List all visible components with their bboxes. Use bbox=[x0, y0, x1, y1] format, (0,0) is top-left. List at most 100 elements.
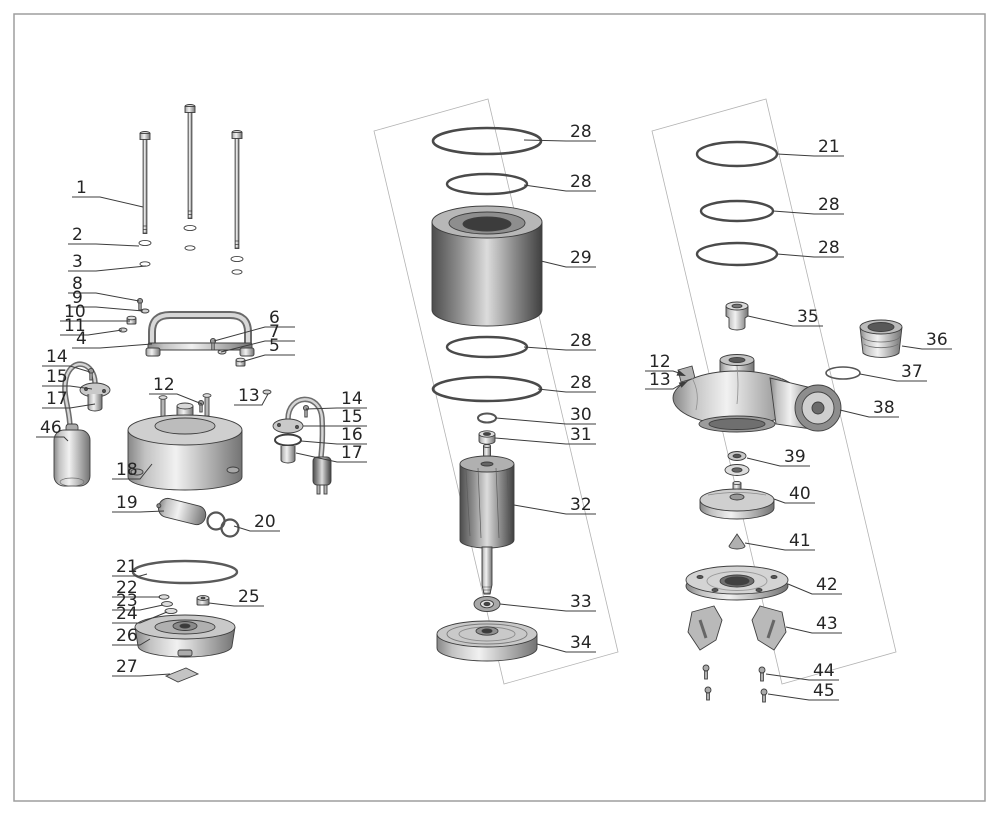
image-border bbox=[13, 13, 986, 802]
part-seal-washers bbox=[158, 594, 210, 615]
svg-text:43: 43 bbox=[816, 614, 838, 634]
callout-17-left: 17 bbox=[42, 389, 96, 409]
callout-12-right: 12 bbox=[645, 352, 686, 376]
callout-32: 32 bbox=[513, 495, 596, 515]
callout-13-right: 13 bbox=[645, 370, 688, 390]
part-lifting-handle bbox=[145, 311, 255, 357]
part-o-rings-small bbox=[206, 511, 240, 538]
svg-text:15: 15 bbox=[341, 407, 363, 427]
callout-4: 4 bbox=[72, 329, 153, 349]
part-cable-gland-left bbox=[62, 361, 111, 429]
part-pump-stand bbox=[687, 605, 787, 651]
part-rotor-shaft bbox=[459, 444, 515, 595]
svg-text:10: 10 bbox=[64, 302, 86, 322]
part-bolt-washers bbox=[138, 224, 244, 275]
svg-text:13: 13 bbox=[649, 370, 671, 390]
callout-34: 34 bbox=[536, 633, 596, 653]
svg-text:46: 46 bbox=[40, 418, 62, 438]
svg-text:4: 4 bbox=[76, 329, 87, 349]
svg-text:3: 3 bbox=[72, 252, 83, 272]
svg-text:38: 38 bbox=[873, 398, 895, 418]
svg-text:7: 7 bbox=[269, 322, 280, 342]
svg-text:11: 11 bbox=[64, 316, 86, 336]
svg-text:33: 33 bbox=[570, 592, 592, 612]
left-assembly bbox=[53, 104, 332, 683]
callout-25: 25 bbox=[208, 587, 264, 607]
part-snap-ring bbox=[477, 412, 497, 424]
svg-text:21: 21 bbox=[116, 557, 138, 577]
svg-text:40: 40 bbox=[789, 484, 811, 504]
svg-text:17: 17 bbox=[46, 389, 68, 409]
callout-31: 31 bbox=[494, 425, 596, 445]
svg-text:14: 14 bbox=[341, 389, 363, 409]
part-impeller-washers bbox=[724, 451, 750, 476]
callout-8: 8 bbox=[68, 274, 140, 302]
svg-text:20: 20 bbox=[254, 512, 276, 532]
svg-text:41: 41 bbox=[789, 531, 811, 551]
callout-14-left: 14 bbox=[42, 347, 91, 373]
svg-text:31: 31 bbox=[570, 425, 592, 445]
part-gasket-ring-3 bbox=[445, 335, 529, 359]
svg-text:16: 16 bbox=[341, 425, 363, 445]
part-shaft-sleeve bbox=[478, 430, 496, 445]
svg-text:18: 18 bbox=[116, 460, 138, 480]
callout-37: 37 bbox=[859, 362, 927, 382]
callout-45: 45 bbox=[767, 681, 839, 701]
callout-28-a: 28 bbox=[523, 122, 596, 142]
callouts: 1 2 3 8 9 10 11 4 14 15 17 46 6 7 5 12 1… bbox=[36, 122, 952, 701]
svg-text:22: 22 bbox=[116, 578, 138, 598]
callout-21-right: 21 bbox=[776, 137, 844, 157]
callout-18: 18 bbox=[112, 460, 153, 480]
part-hex-bolts bbox=[139, 104, 243, 249]
part-cable-gland-right bbox=[272, 396, 332, 495]
callout-16: 16 bbox=[300, 425, 367, 445]
callout-22: 22 bbox=[112, 578, 160, 598]
callout-36: 36 bbox=[901, 330, 952, 350]
callout-3: 3 bbox=[68, 252, 147, 272]
callout-43: 43 bbox=[785, 614, 842, 634]
callout-7: 7 bbox=[220, 322, 295, 353]
callout-6: 6 bbox=[213, 308, 295, 342]
svg-text:28: 28 bbox=[570, 373, 592, 393]
callout-40: 40 bbox=[773, 484, 815, 504]
callout-28-f: 28 bbox=[776, 238, 844, 258]
svg-text:28: 28 bbox=[570, 172, 592, 192]
part-key-wedge bbox=[164, 667, 200, 683]
callout-26: 26 bbox=[112, 626, 151, 646]
part-hose-coupling bbox=[859, 319, 903, 358]
part-gasket-ring-5 bbox=[699, 199, 775, 223]
callout-11: 11 bbox=[60, 316, 123, 336]
part-handle-fasteners-right bbox=[209, 337, 246, 367]
part-gasket-ring-6 bbox=[695, 241, 779, 267]
callout-28-e: 28 bbox=[772, 195, 844, 215]
callout-21-left: 21 bbox=[112, 557, 148, 577]
svg-text:36: 36 bbox=[926, 330, 948, 350]
callout-29: 29 bbox=[540, 248, 596, 268]
svg-text:37: 37 bbox=[901, 362, 923, 382]
part-capacitor bbox=[156, 497, 207, 526]
part-seal-seat-pulley bbox=[436, 620, 538, 662]
part-impeller bbox=[699, 480, 775, 520]
part-o-ring-top bbox=[695, 140, 779, 168]
svg-text:28: 28 bbox=[818, 195, 840, 215]
svg-text:9: 9 bbox=[72, 288, 83, 308]
svg-text:44: 44 bbox=[813, 661, 835, 681]
callout-12-left: 12 bbox=[149, 375, 203, 405]
callout-17-right: 17 bbox=[295, 443, 367, 463]
callout-27: 27 bbox=[112, 657, 171, 677]
svg-text:27: 27 bbox=[116, 657, 138, 677]
svg-text:42: 42 bbox=[816, 575, 838, 595]
part-cover-screws bbox=[197, 389, 272, 413]
svg-text:28: 28 bbox=[570, 331, 592, 351]
svg-text:30: 30 bbox=[570, 405, 592, 425]
callout-33: 33 bbox=[499, 592, 596, 612]
svg-text:35: 35 bbox=[797, 307, 819, 327]
callout-20: 20 bbox=[233, 512, 280, 532]
callout-30: 30 bbox=[495, 405, 596, 425]
callout-9: 9 bbox=[68, 288, 144, 312]
svg-text:34: 34 bbox=[570, 633, 592, 653]
callout-13-left: 13 bbox=[234, 386, 269, 406]
callout-15-left: 15 bbox=[42, 367, 93, 390]
